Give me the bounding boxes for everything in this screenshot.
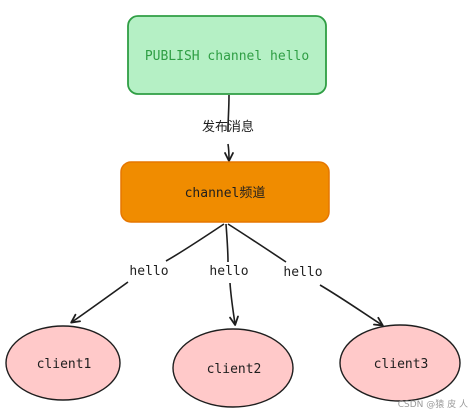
edge-channel-to-client3: hello (227, 223, 382, 325)
watermark: CSDN @猿 皮 人 (397, 400, 468, 410)
client3-label: client3 (374, 357, 429, 372)
channel-label: channel频道 (185, 186, 266, 201)
edge-label-publish: 发布消息 (202, 119, 254, 135)
channel-node: channel频道 (120, 161, 330, 223)
publish-node: PUBLISH channel hello (127, 15, 327, 95)
edge-label-client2: hello (209, 264, 248, 279)
edge-label-client3: hello (283, 265, 322, 280)
arrow-to-client3 (227, 223, 382, 325)
edge-label-client1: hello (129, 264, 168, 279)
arrow-to-client1 (72, 223, 225, 322)
channel-box (120, 161, 330, 223)
publish-box (127, 15, 327, 95)
edge-channel-to-client2: hello (209, 223, 249, 324)
client1-ellipse (5, 325, 121, 401)
client3-ellipse (339, 324, 461, 402)
client1-label: client1 (37, 357, 92, 372)
edge-channel-to-client1: hello (72, 223, 225, 322)
arrow-publish-to-channel (228, 94, 229, 160)
client3-node: client3 (339, 324, 461, 402)
client1-node: client1 (5, 325, 121, 401)
client2-node: client2 (172, 328, 294, 408)
arrow-to-client2 (225, 223, 235, 324)
edge-publish-to-channel: 发布消息 (202, 94, 254, 160)
client2-label: client2 (207, 362, 262, 377)
client2-ellipse (172, 328, 294, 408)
publish-label: PUBLISH channel hello (145, 49, 309, 64)
